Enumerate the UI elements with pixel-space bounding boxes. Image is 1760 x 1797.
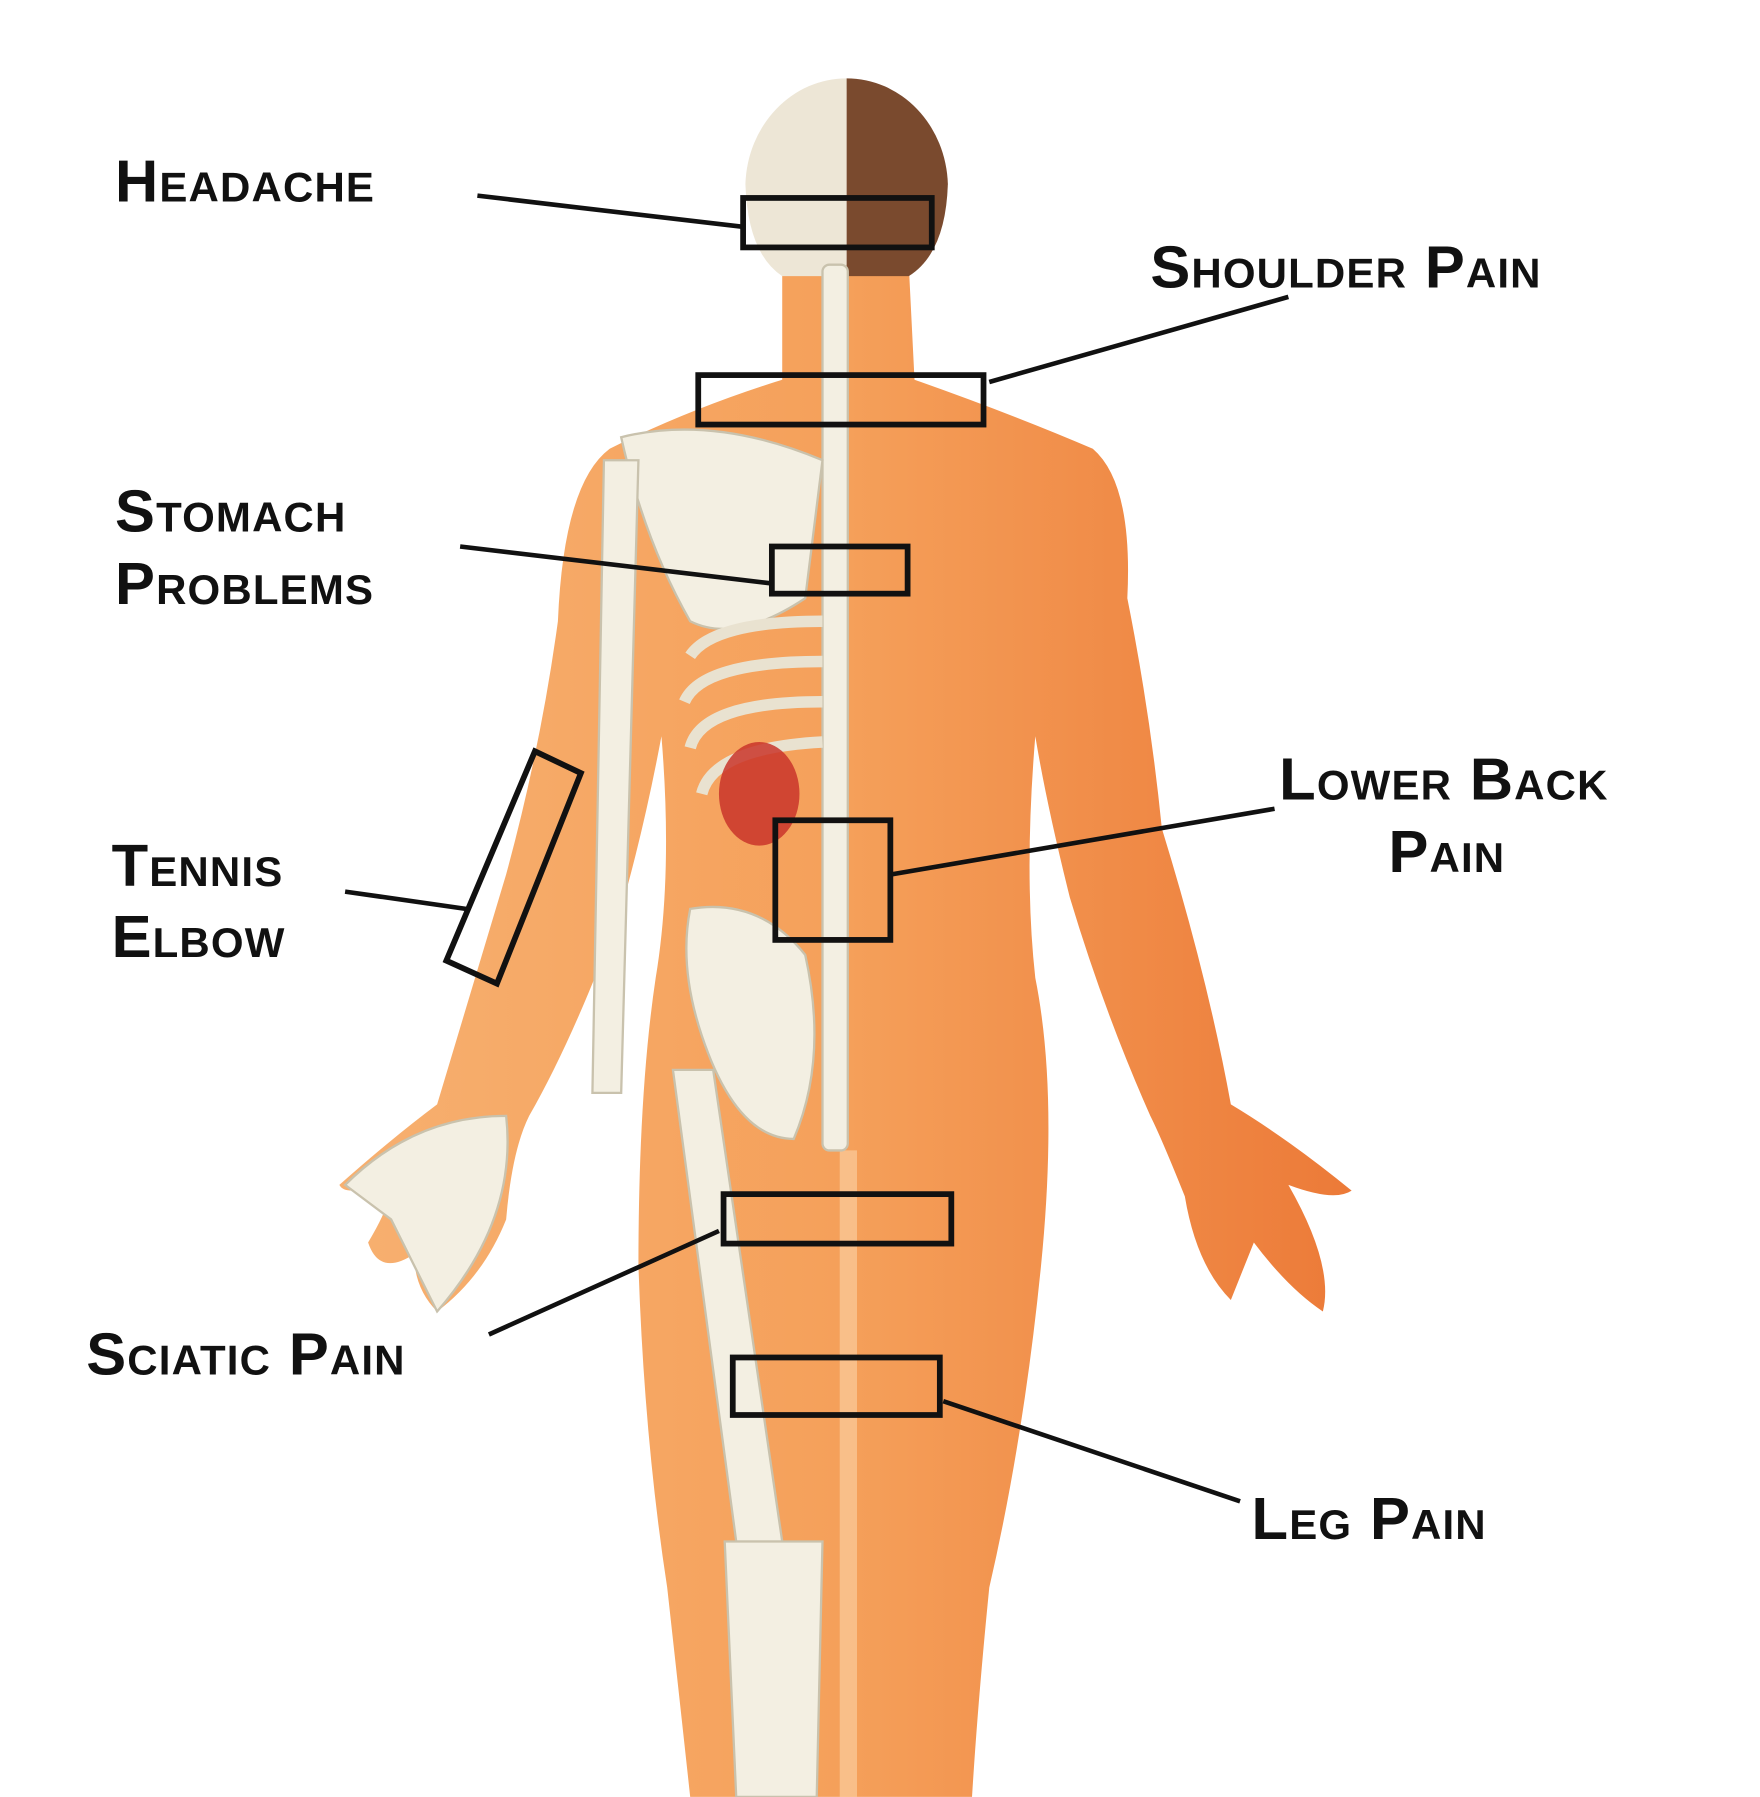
headache-line bbox=[477, 193, 743, 229]
arm-bone bbox=[591, 459, 640, 1095]
sciatic-line bbox=[487, 1228, 720, 1337]
leg-line bbox=[942, 1399, 1241, 1504]
shoulder-box bbox=[695, 372, 987, 428]
tibia bbox=[723, 1540, 824, 1797]
leg-box bbox=[729, 1354, 943, 1418]
hand-bones bbox=[343, 1114, 509, 1314]
headache-box bbox=[740, 195, 935, 251]
skeleton bbox=[343, 263, 849, 1797]
tennis-label-line2: Elbow bbox=[112, 903, 286, 970]
stomach-box bbox=[768, 543, 911, 597]
lower-back-line bbox=[891, 806, 1275, 877]
headache-label: Headache bbox=[115, 147, 375, 214]
shoulder-pain-label: Shoulder Pain bbox=[1150, 234, 1541, 301]
sciatic-box bbox=[720, 1191, 955, 1247]
pelvis bbox=[685, 905, 816, 1141]
sciatic-pain-label: Sciatic Pain bbox=[86, 1321, 405, 1388]
lower-back-label-line1: Lower Back bbox=[1279, 746, 1608, 813]
leg-pain-label: Leg Pain bbox=[1252, 1485, 1487, 1552]
lower-back-label-line2: Pain bbox=[1388, 818, 1505, 885]
stomach-label-line1: Stomach bbox=[115, 478, 346, 545]
tennis-elbow-box bbox=[442, 747, 585, 988]
stomach-label-line2: Problems bbox=[115, 550, 374, 617]
tennis-line bbox=[344, 889, 467, 912]
spine bbox=[821, 263, 849, 1152]
head bbox=[745, 78, 948, 277]
kidney bbox=[718, 742, 800, 846]
lower-back-box bbox=[772, 817, 894, 943]
stomach-line bbox=[459, 544, 771, 586]
tennis-label-line1: Tennis bbox=[112, 832, 284, 899]
shoulder-line bbox=[988, 294, 1289, 385]
